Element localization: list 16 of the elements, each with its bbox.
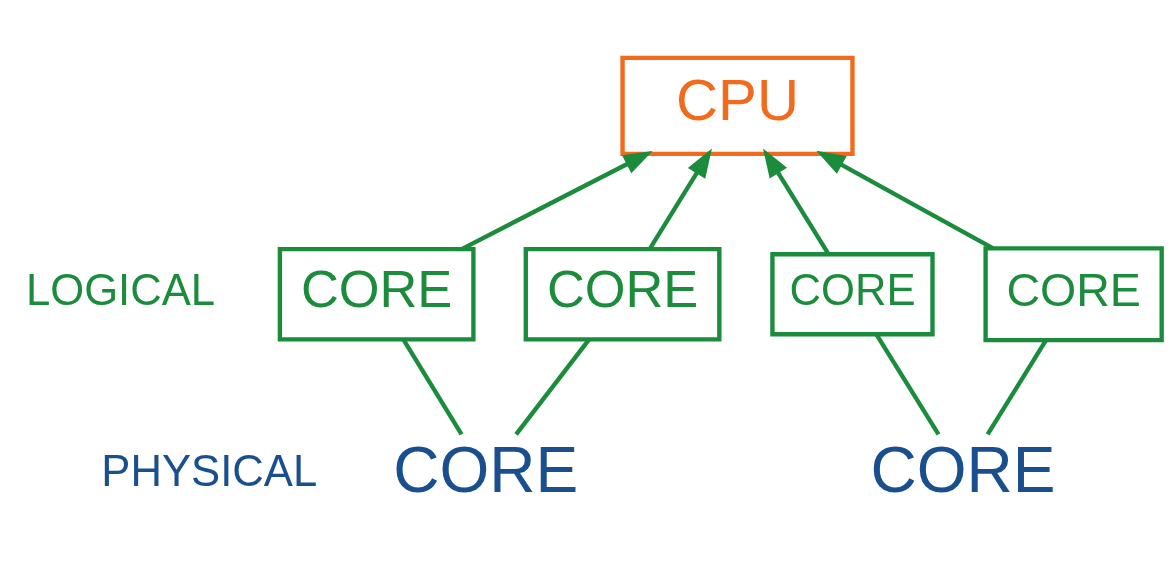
connector [874, 333, 941, 436]
node-box: CORE [770, 252, 935, 337]
node-box: CORE [277, 247, 476, 342]
arrow [816, 150, 995, 251]
arrow [460, 150, 653, 252]
arrow [647, 148, 712, 250]
node-box: CPU [620, 55, 855, 157]
node-text: CORE [393, 433, 579, 506]
node-box: CORE [983, 246, 1164, 343]
node-box: CORE [523, 247, 722, 342]
connector [514, 338, 591, 436]
connector [401, 338, 464, 436]
label: PHYSICAL [101, 446, 318, 496]
label: LOGICAL [25, 265, 216, 315]
connector [985, 339, 1048, 436]
node-text: CORE [870, 433, 1056, 506]
